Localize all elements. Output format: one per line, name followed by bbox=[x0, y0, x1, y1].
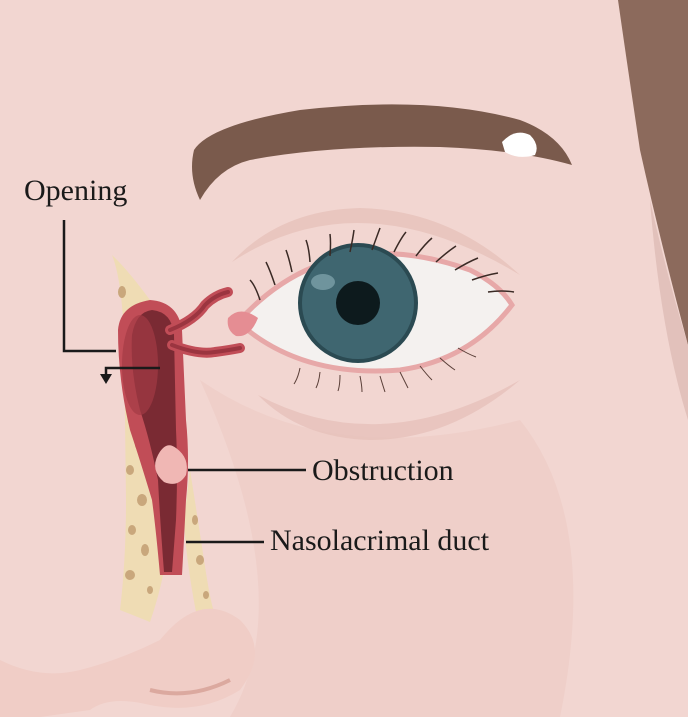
label-obstruction: Obstruction bbox=[312, 456, 454, 486]
label-opening: Opening bbox=[24, 176, 127, 206]
pupil bbox=[336, 281, 380, 325]
label-nasolacrimal-duct: Nasolacrimal duct bbox=[270, 526, 489, 556]
iris-reflection bbox=[311, 274, 335, 290]
sac-shadow bbox=[122, 315, 158, 415]
